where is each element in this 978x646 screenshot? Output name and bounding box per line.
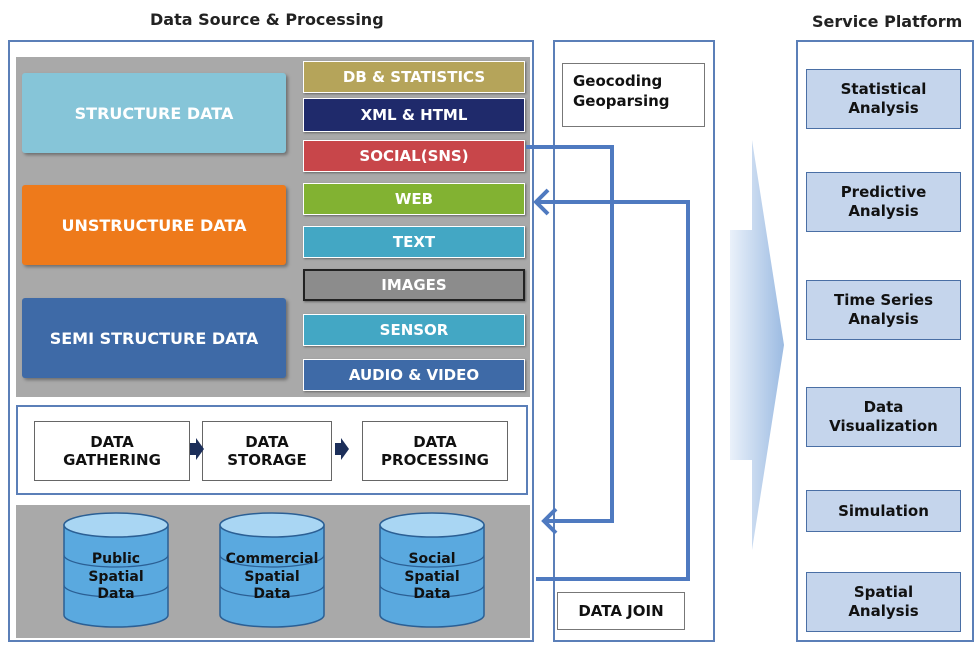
process-arrow-icon-1 (190, 438, 204, 460)
data-gathering-line2: GATHERING (63, 451, 161, 469)
commercial-line2: Spatial (244, 568, 300, 585)
semi-structure-data-block: SEMI STRUCTURE DATA (22, 298, 286, 378)
data-processing-line2: PROCESSING (381, 451, 489, 469)
social-spatial-database-icon (379, 512, 485, 628)
statistical-line2: Analysis (848, 99, 919, 117)
semi-structure-data-label: SEMI STRUCTURE DATA (49, 328, 259, 348)
commercial-spatial-database-icon (219, 512, 325, 628)
structure-data-block: STRUCTURE DATA (22, 73, 286, 153)
social-sns-bar: SOCIAL(SNS) (303, 140, 525, 172)
text-label: TEXT (392, 233, 436, 251)
commercial-line1: Commercial (225, 551, 319, 567)
text-bar: TEXT (303, 226, 525, 258)
data-gathering-box: DATA GATHERING (34, 421, 190, 481)
geocoding-label: Geocoding (573, 72, 663, 90)
images-bar: IMAGES (303, 269, 525, 301)
simulation-label: Simulation (838, 501, 929, 520)
visualization-line1: Data (863, 398, 904, 417)
data-gathering-line1: DATA (90, 433, 134, 451)
unstructure-data-label: UNSTRUCTURE DATA (61, 215, 247, 235)
statistical-analysis-box: Statistical Analysis (806, 69, 961, 129)
xml-html-label: XML & HTML (360, 106, 468, 124)
public-line2: Spatial (88, 568, 144, 585)
simulation-box: Simulation (806, 490, 961, 532)
social-line3: Data (413, 586, 451, 602)
data-storage-line2: STORAGE (227, 451, 307, 469)
commercial-line3: Data (253, 586, 291, 602)
arrowhead-web-icon (533, 188, 550, 216)
geoparsing-label: Geoparsing (573, 91, 670, 110)
source-processing-heading: Data Source & Processing (150, 10, 384, 29)
social-line2: Spatial (404, 568, 460, 585)
predictive-analysis-box: Predictive Analysis (806, 172, 961, 232)
sensor-bar: SENSOR (303, 314, 525, 346)
public-line3: Data (97, 586, 135, 602)
public-spatial-data-label: Public Spatial Data (62, 551, 170, 604)
public-spatial-database-icon (63, 512, 169, 628)
data-join-box: DATA JOIN (557, 592, 685, 630)
data-storage-line1: DATA (245, 433, 289, 451)
structure-data-label: STRUCTURE DATA (74, 103, 234, 123)
xml-html-bar: XML & HTML (303, 98, 525, 132)
sensor-label: SENSOR (379, 321, 449, 339)
time-series-line2: Analysis (848, 310, 919, 328)
db-statistics-bar: DB & STATISTICS (303, 61, 525, 93)
geocoding-box: Geocoding Geoparsing (562, 63, 705, 127)
statistical-line1: Statistical (840, 80, 927, 99)
audio-video-bar: AUDIO & VIDEO (303, 359, 525, 391)
geo-processing-panel (553, 40, 715, 642)
web-label: WEB (394, 190, 434, 208)
flow-right-arrow-icon (730, 140, 784, 550)
visualization-line2: Visualization (829, 417, 938, 435)
db-statistics-label: DB & STATISTICS (342, 68, 486, 86)
social-sns-label: SOCIAL(SNS) (359, 147, 469, 165)
process-arrow-icon-2 (335, 438, 349, 460)
data-join-label: DATA JOIN (578, 602, 664, 620)
service-platform-heading: Service Platform (812, 12, 963, 31)
data-storage-box: DATA STORAGE (202, 421, 332, 481)
service-platform-panel (796, 40, 974, 642)
spatial-analysis-box: Spatial Analysis (806, 572, 961, 632)
spatial-line1: Spatial (853, 583, 914, 602)
predictive-line2: Analysis (848, 202, 919, 220)
time-series-analysis-box: Time Series Analysis (806, 280, 961, 340)
unstructure-data-block: UNSTRUCTURE DATA (22, 185, 286, 265)
data-processing-line1: DATA (413, 433, 457, 451)
data-processing-box: DATA PROCESSING (362, 421, 508, 481)
commercial-spatial-data-label: Commercial Spatial Data (218, 551, 326, 604)
time-series-line1: Time Series (833, 291, 934, 310)
social-spatial-data-label: Social Spatial Data (378, 551, 486, 604)
data-visualization-box: Data Visualization (806, 387, 961, 447)
spatial-line2: Analysis (848, 602, 919, 620)
public-line1: Public (91, 551, 141, 567)
images-label: IMAGES (381, 276, 447, 294)
audio-video-label: AUDIO & VIDEO (348, 366, 480, 384)
social-line1: Social (408, 551, 456, 567)
predictive-line1: Predictive (840, 183, 927, 202)
web-bar: WEB (303, 183, 525, 215)
